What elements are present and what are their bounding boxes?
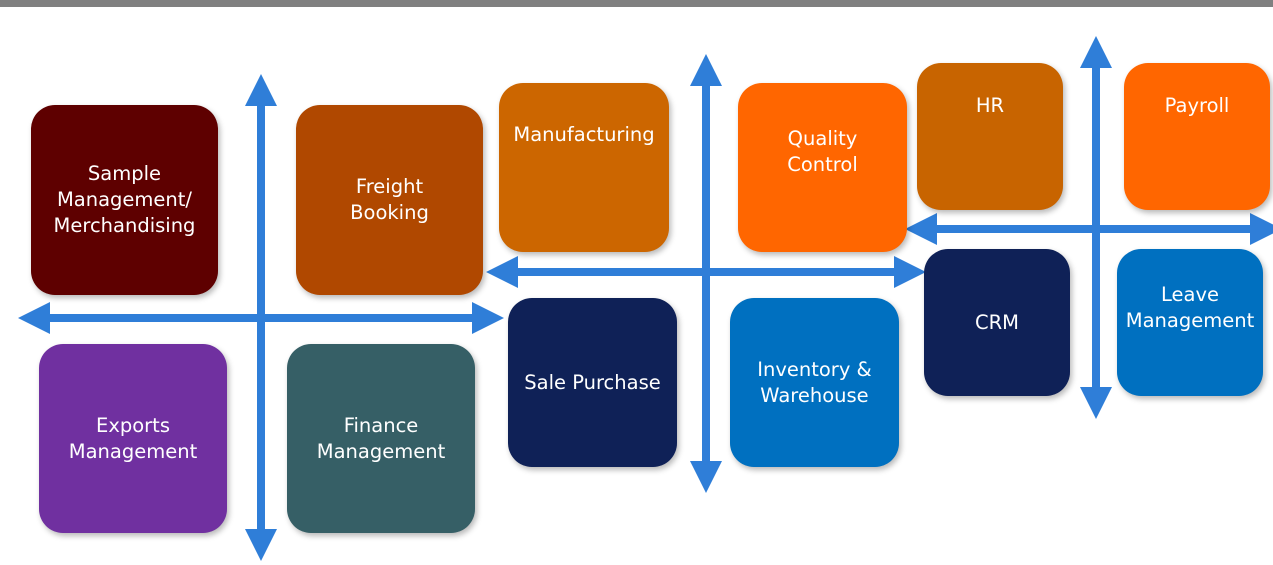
tile-hr-label: HR xyxy=(975,93,1005,117)
tile-sample-management-label: Sample Management/ Merchandising xyxy=(53,162,196,237)
tile-sample-management: Sample Management/ Merchandising xyxy=(31,105,218,295)
tile-manufacturing: Manufacturing xyxy=(499,83,669,252)
tile-crm: CRM xyxy=(924,249,1070,396)
tile-hr: HR xyxy=(917,63,1063,210)
tile-sale-purchase: Sale Purchase xyxy=(508,298,677,467)
tile-exports-management-label: Exports Management xyxy=(68,413,198,463)
tile-sale-purchase-label: Sale Purchase xyxy=(524,370,661,394)
tile-leave-management: Leave Management xyxy=(1117,249,1263,396)
tile-quality-control-label: Quality Control xyxy=(787,126,858,176)
tile-inventory-warehouse: Inventory & Warehouse xyxy=(730,298,899,467)
tile-crm-label: CRM xyxy=(975,310,1019,334)
tile-freight-booking: Freight Booking xyxy=(296,105,483,295)
tile-manufacturing-label: Manufacturing xyxy=(513,122,655,146)
tile-payroll: Payroll xyxy=(1124,63,1270,210)
tile-payroll-label: Payroll xyxy=(1164,93,1230,117)
top-bar xyxy=(0,0,1273,7)
tile-inventory-warehouse-label: Inventory & Warehouse xyxy=(757,357,872,407)
tile-exports-management: Exports Management xyxy=(39,344,227,533)
tile-freight-booking-label: Freight Booking xyxy=(350,175,429,224)
tile-leave-management-label: Leave Management xyxy=(1125,282,1255,332)
tile-quality-control: Quality Control xyxy=(738,83,907,252)
tile-finance-management-label: Finance Management xyxy=(316,413,446,463)
tile-finance-management: Finance Management xyxy=(287,344,475,533)
